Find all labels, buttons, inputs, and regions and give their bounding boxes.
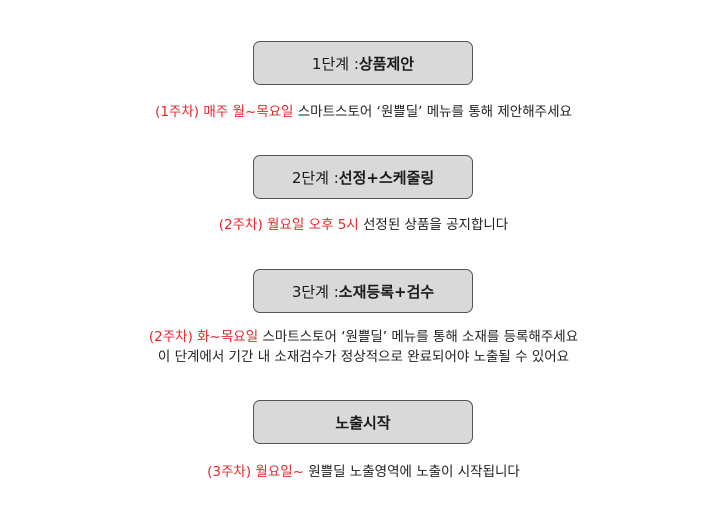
step-1-box: 1단계 : 상품제안 [253, 41, 473, 85]
step-2-text: 선정된 상품을 공지합니다 [358, 217, 509, 233]
step-2-schedule: (2주차) 월요일 오후 5시 [218, 217, 359, 233]
step-2-title: 선정+스케줄링 [338, 168, 435, 187]
step-1-title-prefix: 1단계 : [311, 54, 359, 73]
step-3-schedule: (2주차) 화~목요일 [148, 329, 259, 345]
step-1-description: (1주차) 매주 월~목요일 스마트스토어 ‘원쁠딜’ 메뉴를 통해 제안해주세… [0, 102, 727, 122]
step-3-box: 3단계 : 소재등록+검수 [253, 269, 473, 313]
step-1-schedule: (1주차) 매주 월~목요일 [155, 104, 294, 120]
step-2-description: (2주차) 월요일 오후 5시 선정된 상품을 공지합니다 [0, 215, 727, 235]
step-3-text: 스마트스토어 ‘원쁠딜’ 메뉴를 통해 소재를 등록해주세요 [258, 329, 579, 345]
step-3-note-text: 이 단계에서 기간 내 소재검수가 정상적으로 완료되어야 노출될 수 있어요 [157, 349, 570, 365]
step-4-box: 노출시작 [253, 400, 473, 444]
step-3-note: 이 단계에서 기간 내 소재검수가 정상적으로 완료되어야 노출될 수 있어요 [0, 347, 727, 367]
step-4-text: 원쁠딜 노출영역에 노출이 시작됩니다 [303, 464, 520, 480]
step-4-title: 노출시작 [335, 413, 391, 432]
step-1-title: 상품제안 [358, 54, 415, 73]
step-4-schedule: (3주차) 월요일~ [207, 464, 304, 480]
step-1-text: 스마트스토어 ‘원쁠딜’ 메뉴를 통해 제안해주세요 [293, 104, 572, 120]
step-2-title-prefix: 2단계 : [291, 168, 339, 187]
step-4-description: (3주차) 월요일~ 원쁠딜 노출영역에 노출이 시작됩니다 [0, 462, 727, 482]
step-3-title-prefix: 3단계 : [291, 282, 339, 301]
step-2-box: 2단계 : 선정+스케줄링 [253, 155, 473, 199]
step-3-title: 소재등록+검수 [338, 282, 435, 301]
step-3-description: (2주차) 화~목요일 스마트스토어 ‘원쁠딜’ 메뉴를 통해 소재를 등록해주… [0, 327, 727, 347]
